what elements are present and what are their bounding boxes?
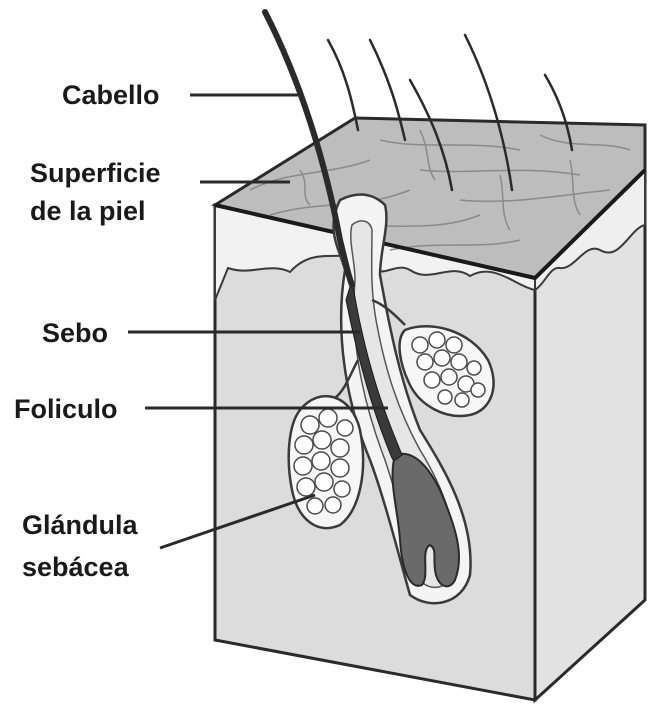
label-follicle: Foliculo bbox=[14, 394, 118, 424]
label-gland-line2: sebácea bbox=[22, 552, 130, 582]
label-hair: Cabello bbox=[62, 80, 160, 110]
label-skin-surface-line2: de la piel bbox=[30, 196, 146, 226]
label-skin-surface-line1: Superficie bbox=[30, 158, 161, 188]
small-hair-1 bbox=[328, 40, 358, 130]
label-gland-line1: Glándula bbox=[22, 510, 138, 540]
label-sebum: Sebo bbox=[42, 318, 108, 348]
